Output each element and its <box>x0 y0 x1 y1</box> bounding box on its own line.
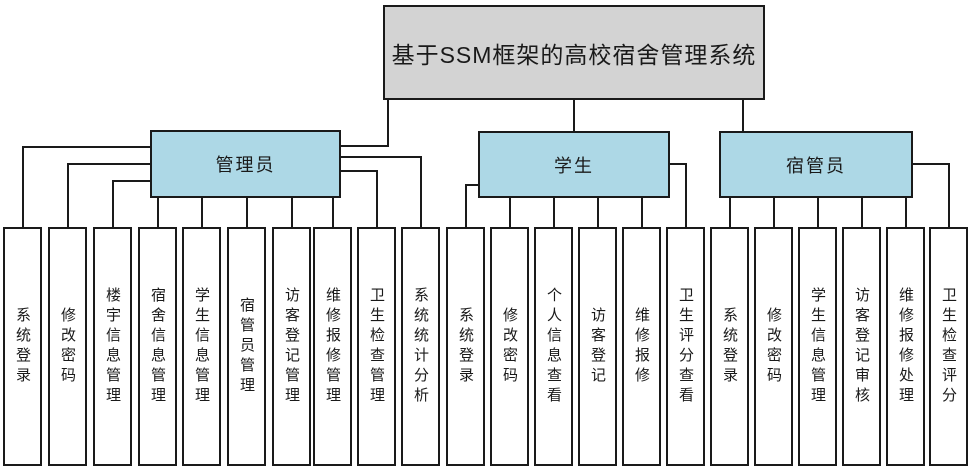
connector-segment <box>375 170 378 228</box>
connector-segment <box>331 197 334 228</box>
connector-segment <box>340 170 378 172</box>
leaf-label: 个人信息查看 <box>545 286 562 407</box>
leaf-label: 卫生评分查看 <box>677 286 694 407</box>
connector-segment <box>290 197 293 228</box>
leaf-label: 维修报修管理 <box>324 286 341 407</box>
connector-segment <box>111 180 114 228</box>
connector-segment <box>912 163 950 165</box>
connector-segment <box>684 163 687 228</box>
connector-segment <box>464 184 479 186</box>
leaf-node-admin-7: 维修报修管理 <box>313 227 352 466</box>
leaf-node-dorm-4: 维修报修处理 <box>886 227 925 466</box>
connector-segment <box>573 99 575 133</box>
connector-segment <box>508 197 511 228</box>
connector-segment <box>640 197 643 228</box>
leaf-label: 系统登录 <box>14 306 31 387</box>
connector-segment <box>200 197 203 228</box>
connector-segment <box>552 197 555 228</box>
leaf-label: 访客登记审核 <box>853 286 870 407</box>
leaf-label: 学生信息管理 <box>193 286 210 407</box>
leaf-label: 宿管员管理 <box>238 296 255 397</box>
connector-segment <box>860 197 863 228</box>
connector-segment <box>340 145 389 147</box>
branch-node-dorm: 宿管员 <box>719 131 913 198</box>
leaf-node-student-5: 卫生评分查看 <box>666 227 705 466</box>
connector-segment <box>772 197 775 228</box>
leaf-node-dorm-5: 卫生检查评分 <box>929 227 968 466</box>
leaf-label: 系统登录 <box>457 306 474 387</box>
leaf-node-admin-5: 宿管员管理 <box>227 227 266 466</box>
leaf-label: 维修报修处理 <box>897 286 914 407</box>
branch-node-admin: 管理员 <box>150 130 341 198</box>
leaf-node-admin-2: 楼宇信息管理 <box>93 227 132 466</box>
leaf-node-admin-9: 系统统计分析 <box>401 227 440 466</box>
leaf-node-admin-6: 访客登记管理 <box>272 227 311 466</box>
leaf-node-admin-1: 修改密码 <box>48 227 87 466</box>
connector-segment <box>21 146 151 148</box>
leaf-label: 学生信息管理 <box>809 286 826 407</box>
connector-segment <box>464 184 467 228</box>
leaf-label: 修改密码 <box>501 306 518 387</box>
connector-segment <box>21 146 24 228</box>
connector-segment <box>816 197 819 228</box>
leaf-label: 访客登记 <box>589 306 606 387</box>
leaf-label: 卫生检查评分 <box>940 286 957 407</box>
connector-segment <box>728 197 731 228</box>
leaf-label: 修改密码 <box>765 306 782 387</box>
leaf-label: 系统登录 <box>721 306 738 387</box>
leaf-node-dorm-0: 系统登录 <box>710 227 749 466</box>
leaf-label: 卫生检查管理 <box>368 286 385 407</box>
connector-segment <box>156 197 159 228</box>
connector-segment <box>245 197 248 228</box>
leaf-node-admin-0: 系统登录 <box>3 227 42 466</box>
leaf-node-student-2: 个人信息查看 <box>534 227 573 466</box>
leaf-node-admin-4: 学生信息管理 <box>182 227 221 466</box>
leaf-node-admin-8: 卫生检查管理 <box>357 227 396 466</box>
leaf-label: 宿舍信息管理 <box>149 286 166 407</box>
leaf-label: 楼宇信息管理 <box>104 286 121 407</box>
branch-node-student: 学生 <box>478 131 670 198</box>
connector-segment <box>387 99 389 147</box>
connector-segment <box>742 99 744 133</box>
connector-segment <box>111 180 151 182</box>
leaf-label: 访客登记管理 <box>283 286 300 407</box>
leaf-node-dorm-3: 访客登记审核 <box>842 227 881 466</box>
leaf-node-student-1: 修改密码 <box>490 227 529 466</box>
connector-segment <box>947 163 950 228</box>
leaf-label: 系统统计分析 <box>412 286 429 407</box>
connector-segment <box>66 163 151 165</box>
leaf-node-student-0: 系统登录 <box>446 227 485 466</box>
leaf-node-dorm-2: 学生信息管理 <box>798 227 837 466</box>
connector-segment <box>596 197 599 228</box>
connector-segment <box>669 163 687 165</box>
connector-segment <box>904 197 907 228</box>
leaf-label: 维修报修 <box>633 306 650 387</box>
connector-segment <box>419 156 422 228</box>
connector-segment <box>340 156 422 158</box>
leaf-node-dorm-1: 修改密码 <box>754 227 793 466</box>
leaf-label: 修改密码 <box>59 306 76 387</box>
leaf-node-admin-3: 宿舍信息管理 <box>138 227 177 466</box>
connector-segment <box>66 163 69 228</box>
root-node: 基于SSM框架的高校宿舍管理系统 <box>383 5 765 100</box>
leaf-node-student-4: 维修报修 <box>622 227 661 466</box>
leaf-node-student-3: 访客登记 <box>578 227 617 466</box>
